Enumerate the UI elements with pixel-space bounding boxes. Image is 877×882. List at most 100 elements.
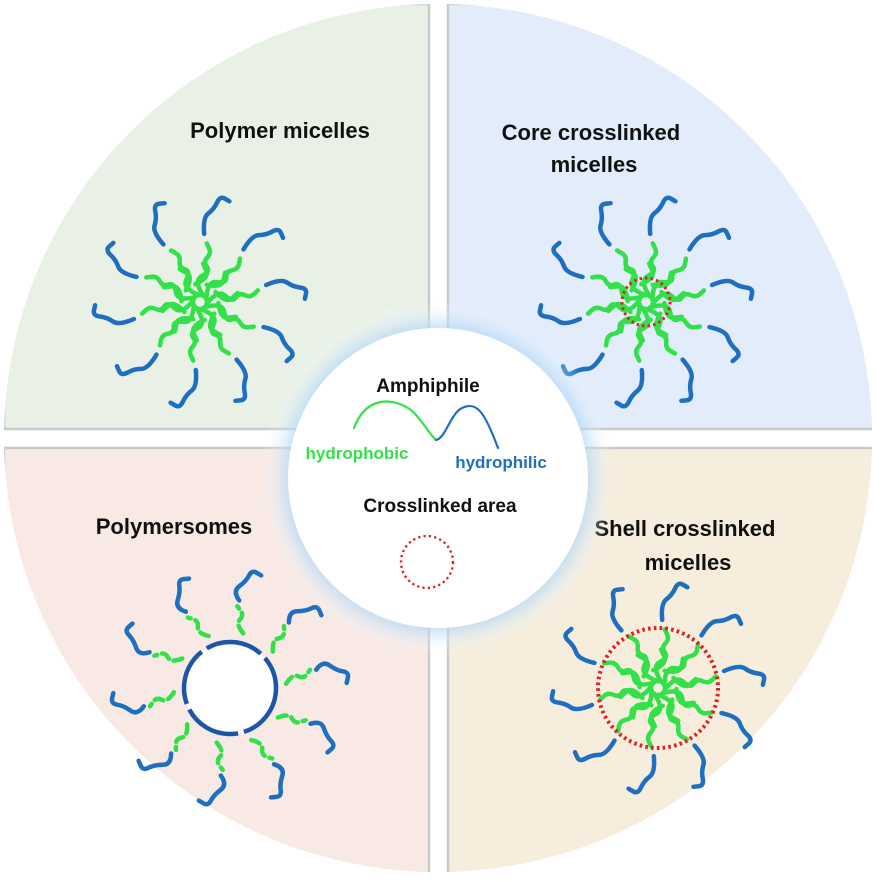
hydrophilic-chain: [313, 661, 351, 686]
title-core-crosslinked-micelles: Core crosslinked micelles: [502, 120, 687, 177]
hydrophilic-chain: [124, 621, 152, 656]
hydrophobic-chain: [162, 284, 184, 304]
hydrophilic-chain: [268, 762, 285, 800]
shell-crosslinked-micelle-illustration: [549, 581, 767, 795]
hydrophilic-chain: [614, 367, 645, 409]
shell-crosslink-ring: [596, 626, 720, 750]
hydrophobic-chain: [207, 311, 223, 338]
hydrophilic-chain: [168, 367, 199, 409]
hydrophilic-chain: [598, 200, 613, 247]
hydrophilic-chain: [263, 278, 309, 302]
amphiphile-hydrophobic-segment: [352, 400, 438, 442]
hydrophobic-chain: [662, 656, 686, 674]
title-core-crosslinked-line-1: Core crosslinked: [502, 120, 681, 145]
hydrophobic-chain: [665, 697, 681, 724]
hydrophobic-chain: [626, 634, 661, 684]
hydrophilic-chain: [572, 738, 617, 763]
hydrophobic-chain: [147, 689, 177, 709]
hydrophilic-chain: [261, 324, 295, 364]
hydrophilic-chain: [687, 227, 732, 252]
hydrophobic-chain: [173, 722, 190, 753]
hydrophobic-chain: [249, 737, 275, 761]
hydrophobic-chain: [630, 702, 654, 720]
hydrophobic-chain: [635, 652, 651, 679]
hydrophobic-chain: [214, 740, 225, 773]
hydrophobic-chain: [650, 270, 674, 288]
hydrophilic-chain: [659, 581, 690, 623]
hydrophobic-chain: [190, 317, 207, 343]
hydrophobic-chain: [606, 301, 633, 315]
hydrophilic-chain: [152, 200, 167, 247]
hydrophobic-chain: [216, 300, 238, 320]
hydrophilic-chain: [241, 227, 286, 252]
hydrophilic-chain: [563, 626, 597, 666]
hydrophobic-chain: [674, 686, 696, 706]
center-legend-disk: [288, 328, 588, 628]
hydrophobic-chain: [653, 311, 669, 338]
hydrophilic-chain: [175, 576, 192, 614]
hydrophilic-chain: [679, 357, 694, 404]
title-polymersomes-line-1: Polymersomes: [96, 514, 253, 539]
hydrophobic-chain: [643, 306, 678, 356]
hydrophobic-chain: [177, 266, 193, 293]
title-shell-crosslinked-micelles: Shell crosslinked micelles: [594, 516, 781, 575]
hydrophobic-chain: [235, 603, 246, 636]
hydrophilic-chain: [537, 302, 583, 326]
legend-crosslinked-area-label: Crosslinked area: [363, 496, 517, 517]
core-crosslink-ring: [620, 276, 672, 328]
hydrophilic-chain: [105, 240, 139, 280]
hydrophilic-chain: [201, 195, 232, 237]
title-shell-crosslinked-line-1: Shell crosslinked: [594, 516, 775, 541]
hydrophilic-chain: [136, 751, 174, 772]
hydrophilic-chain: [196, 773, 227, 807]
hydrophobic-chain: [618, 687, 645, 701]
title-core-crosslinked-line-2: micelles: [551, 152, 638, 177]
hydrophobic-chain: [193, 261, 210, 287]
hydrophobic-chain: [160, 301, 187, 315]
hydrophilic-chain: [626, 753, 657, 795]
hydrophobic-chain: [275, 713, 308, 725]
hydrophilic-chain: [721, 664, 767, 688]
vesicle-membrane: [181, 639, 279, 737]
hydrophilic-chain: [647, 195, 678, 237]
core-crosslinked-micelle-illustration: [537, 195, 755, 409]
hydrophobic-chain: [636, 317, 653, 343]
hydrophilic-chain: [610, 586, 625, 633]
hydrophobic-chain: [659, 289, 686, 303]
hydrophobic-chain: [648, 703, 665, 729]
hydrophobic-chain: [204, 270, 228, 288]
hydrophobic-chain: [662, 300, 684, 320]
hydrophobic-chain: [623, 266, 639, 293]
hydrophilic-chain: [551, 240, 585, 280]
legend-amphiphile-label: Amphiphile: [376, 376, 479, 397]
polymersome-illustration: [109, 569, 351, 807]
polymer-micelle-illustration: [91, 195, 309, 409]
hydrophobic-chain: [168, 248, 203, 298]
hydrophobic-chain: [671, 675, 698, 689]
hydrophilic-chain: [709, 278, 755, 302]
hydrophobic-chain: [618, 316, 642, 334]
hydrophobic-chain: [608, 284, 630, 304]
hydrophobic-chain: [639, 261, 656, 287]
hydrophilic-chain: [114, 352, 159, 377]
hydrophobic-chain: [283, 667, 313, 687]
hydrophilic-chain: [707, 324, 741, 364]
hydrophobic-chain: [197, 306, 232, 356]
hydrophilic-chain: [308, 720, 336, 755]
legend-hydrophobic-label: hydrophobic: [306, 444, 409, 463]
hydrophobic-chain: [655, 692, 690, 742]
hydrophobic-chain: [152, 651, 185, 663]
legend-crosslinked-circle: [399, 534, 455, 590]
hydrophobic-chain: [270, 623, 287, 654]
hydrophilic-chain: [719, 710, 753, 750]
hydrophilic-chain: [549, 688, 595, 712]
title-polymer-micelles: Polymer micelles: [190, 118, 370, 143]
hydrophobic-chain: [172, 316, 196, 334]
hydrophobic-chain: [185, 615, 211, 639]
title-shell-crosslinked-line-2: micelles: [645, 550, 732, 575]
hydrophilic-chain: [233, 357, 248, 404]
hydrophobic-chain: [651, 647, 668, 673]
hydrophilic-chain: [691, 743, 706, 790]
